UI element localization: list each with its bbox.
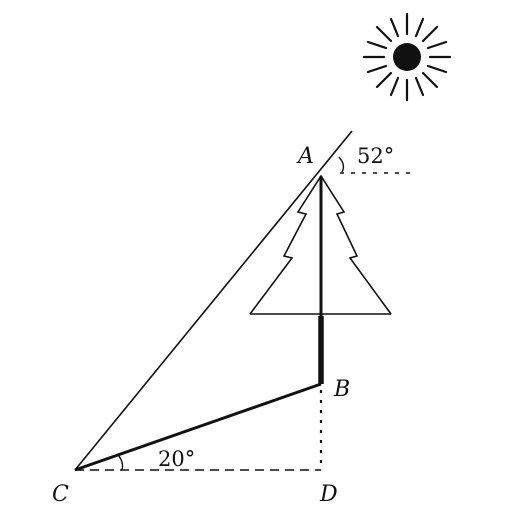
angle-arc-20 [117, 454, 124, 471]
sun-icon [362, 12, 452, 102]
label-point-C: C [52, 482, 69, 507]
tree-icon [249, 174, 392, 384]
angle-arc-52 [338, 156, 345, 173]
label-angle-20: 20° [158, 447, 195, 471]
label-point-B: B [333, 377, 350, 402]
segment-CB [74, 382, 322, 472]
segment-AC [74, 130, 353, 471]
label-point-A: A [296, 144, 314, 169]
label-point-D: D [319, 482, 338, 507]
label-angle-52: 52° [357, 144, 394, 168]
